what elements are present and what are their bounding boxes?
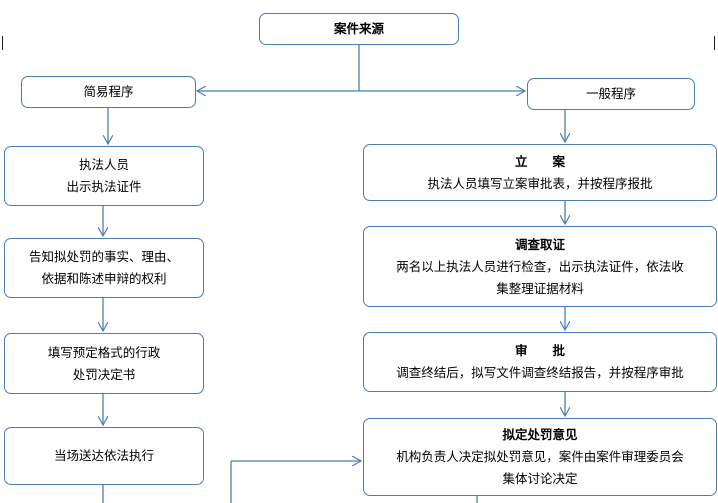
general-step-4-line-1: 机构负责人决定拟处罚意见，案件由案件审理委员会 (396, 449, 684, 464)
simple-step-4-line-1: 当场送达依法执行 (53, 448, 154, 463)
general-step-4-box: 拟定处罚意见 机构负责人决定拟处罚意见，案件由案件审理委员会 集体讨论决定 (363, 418, 717, 496)
general-step-1-title: 立 案 (514, 153, 565, 169)
general-step-1-box: 立 案 执法人员填写立案审批表，并按程序报批 (363, 144, 717, 201)
general-step-2-box: 调查取证 两名以上执法人员进行检查，出示执法证件，依法收 集整理证据材料 (363, 226, 717, 307)
general-procedure-label: 一般程序 (585, 86, 636, 101)
simple-step-3-box: 填写预定格式的行政 处罚决定书 (4, 333, 204, 394)
simple-step-3-line-1: 填写预定格式的行政 (47, 344, 161, 360)
general-procedure-box: 一般程序 (527, 78, 695, 110)
general-step-3-line-1: 调查终结后，拟写文件调查终结报告，并按程序审批 (396, 365, 684, 380)
simple-step-1-box: 执法人员 出示执法证件 (4, 146, 204, 206)
general-step-4-title: 拟定处罚意见 (502, 427, 578, 442)
case-source-box: 案件来源 (259, 13, 459, 45)
case-source-label: 案件来源 (333, 21, 384, 36)
general-step-3-box: 审 批 调查终结后，拟写文件调查终结报告，并按程序审批 (363, 332, 717, 392)
simple-step-2-box: 告知拟处罚的事实、理由、 依据和陈述申辩的权利 (4, 238, 204, 298)
simple-step-2-line-1: 告知拟处罚的事实、理由、 (28, 249, 179, 264)
general-step-2-title: 调查取证 (514, 236, 565, 252)
simple-procedure-box: 简易程序 (21, 76, 196, 108)
general-step-4-line-2: 集体讨论决定 (502, 471, 578, 486)
simple-step-3-line-2: 处罚决定书 (72, 366, 136, 382)
simple-step-4-box: 当场送达依法执行 (4, 427, 204, 485)
general-step-3-title: 审 批 (514, 343, 565, 358)
page-margin-mark-left (2, 36, 3, 50)
page-margin-mark-right (714, 36, 715, 50)
simple-step-1-line-1: 执法人员 (78, 157, 129, 172)
general-step-2-line-1: 两名以上执法人员进行检查，出示执法证件，依法收 (396, 258, 684, 274)
simple-step-1-line-2: 出示执法证件 (66, 179, 142, 194)
simple-step-2-line-2: 依据和陈述申辩的权利 (41, 271, 167, 286)
simple-procedure-label: 简易程序 (83, 84, 134, 99)
general-step-2-line-2: 集整理证据材料 (496, 280, 584, 296)
general-step-1-line-1: 执法人员填写立案审批表，并按程序报批 (427, 175, 653, 191)
